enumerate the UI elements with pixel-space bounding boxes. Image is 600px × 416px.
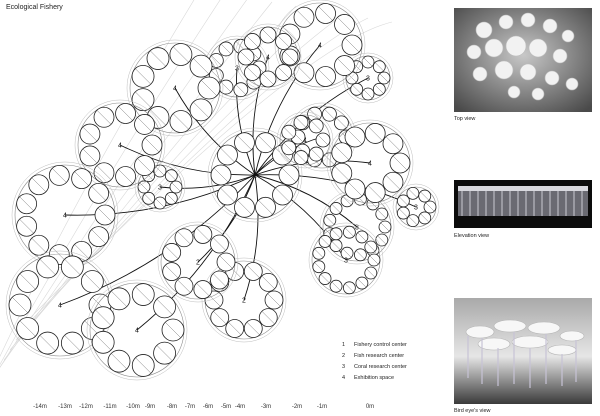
birdseye-view-caption: Bird eye's view — [454, 408, 491, 414]
cluster-label: 4 — [58, 303, 62, 310]
depth-tick: -14m — [33, 404, 47, 410]
depth-tick: -10m — [126, 404, 140, 410]
pod-cluster: 3 — [392, 183, 440, 231]
connector-path — [197, 174, 256, 263]
cluster-label: 4 — [173, 86, 177, 93]
connector-path — [174, 87, 256, 176]
pod-cluster: 2 — [157, 221, 239, 303]
depth-tick: -5m — [220, 404, 232, 410]
depth-tick: -12m — [79, 404, 93, 410]
depth-tick: -8m — [166, 404, 178, 410]
pod-cluster: 4 — [126, 39, 224, 137]
depth-tick: -7m — [184, 404, 196, 410]
depth-tick: -9m — [144, 404, 156, 410]
connector-path — [254, 44, 321, 176]
pod-cluster: 4 — [276, 111, 334, 169]
depth-tick: -13m — [58, 404, 72, 410]
pod-cluster: 3 — [308, 222, 384, 298]
connector-path — [243, 174, 259, 301]
pod-cluster: 2 — [201, 257, 287, 343]
depth-tick: -1m — [316, 404, 328, 410]
depth-tick: -6m — [202, 404, 214, 410]
pod-cluster: 4 — [326, 119, 414, 207]
cluster-label: 4 — [118, 143, 122, 150]
cluster-label: 2 — [196, 260, 200, 267]
pod-cluster: 4 — [234, 23, 302, 91]
depth-axis: -14m -13m -12m -11m -10m -9m -8m -7m -6m… — [0, 404, 450, 414]
depth-tick: -11m — [103, 404, 117, 410]
cluster-label: 4 — [266, 55, 270, 62]
top-view-caption: Top view — [454, 116, 476, 122]
depth-tick: -4m — [234, 404, 246, 410]
cluster-label: 3 — [344, 258, 348, 265]
pod-cluster: 4 — [86, 279, 188, 381]
cluster-label: 4 — [303, 138, 307, 145]
cluster-label: 3 — [158, 185, 162, 192]
cluster-label: 2 — [242, 298, 246, 305]
cluster-label: 4 — [318, 43, 322, 50]
birdseye-view-render — [454, 298, 592, 404]
site-plan: 1223333333444444444 — [0, 0, 440, 381]
pod-cluster: 3 — [342, 52, 394, 104]
connector-path — [254, 174, 358, 228]
pod-cluster: 4 — [11, 161, 119, 269]
connector-path — [119, 144, 256, 176]
depth-tick: -3m — [260, 404, 272, 410]
cluster-label: 1 — [253, 173, 257, 180]
pod-clusters: 1223333333444444444 — [5, 0, 440, 381]
cluster-label: 4 — [63, 213, 67, 220]
page-title: Ecological Fishery — [6, 4, 63, 11]
cluster-label: 4 — [135, 328, 139, 335]
cluster-label: 3 — [414, 205, 418, 212]
pod-cluster: 1 — [207, 127, 303, 223]
contour-line — [21, 17, 369, 331]
elevation-view-caption: Elevation view — [454, 233, 490, 239]
cluster-label: 4 — [368, 161, 372, 168]
cluster-label: 3 — [366, 76, 370, 83]
elevation-view-render — [454, 180, 592, 228]
pod-cluster: 4 — [74, 99, 166, 191]
depth-tick: 0m — [365, 404, 375, 410]
top-view-render — [454, 8, 592, 112]
depth-tick: -2m — [291, 404, 303, 410]
connector-path — [236, 67, 256, 176]
pod-cluster: 4 — [5, 250, 115, 360]
